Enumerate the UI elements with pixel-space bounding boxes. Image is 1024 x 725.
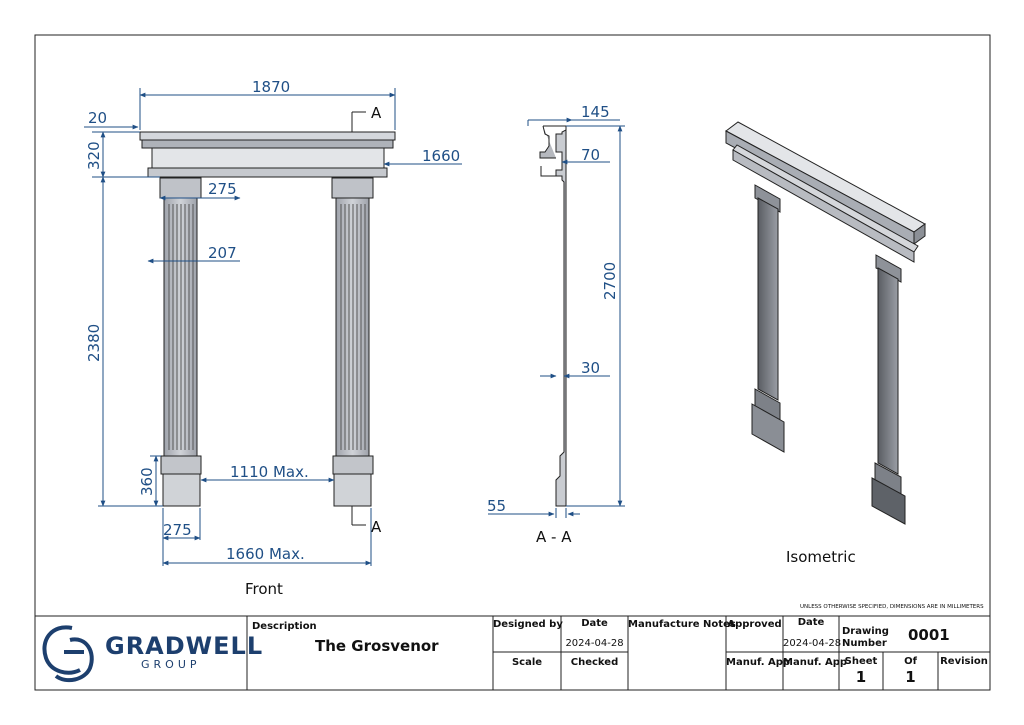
section-view-label: A - A [536, 528, 572, 546]
designed-by-label: Designed by [493, 619, 563, 630]
section-mark-top: A [371, 104, 382, 122]
right-capital [331, 177, 374, 199]
gradwell-logo-icon [42, 625, 94, 683]
sheet-value: 1 [855, 668, 867, 686]
right-plinth [333, 473, 372, 507]
date-value: 2024-04-28 [565, 638, 624, 649]
dim-shaft-width: 207 [208, 244, 237, 262]
dim-opening: 1110 Max. [230, 463, 309, 481]
right-flutes [340, 204, 366, 450]
dim-section-height: 2700 [601, 262, 619, 300]
description-label: Description [252, 621, 317, 632]
dim-base-depth: 55 [487, 497, 506, 515]
right-base-moulding [332, 455, 374, 475]
dim-shaft-depth: 30 [581, 359, 600, 377]
front-cornice-band [141, 139, 394, 149]
dim-top-depth: 145 [581, 103, 610, 121]
front-view-label: Front [245, 580, 283, 598]
manufacture-notes-label: Manufacture Notes [628, 619, 736, 630]
dim-plinth-width: 275 [163, 521, 192, 539]
dim-total-height: 2380 [85, 324, 103, 362]
approved-date-value: 2024-04-28 [783, 638, 842, 649]
dim-overall-max: 1660 Max. [226, 545, 305, 563]
isometric-view [725, 121, 926, 525]
dim-cornice-height: 320 [85, 141, 103, 170]
front-view: A A 1870 20 320 1660 275 [84, 78, 462, 598]
left-flutes [168, 204, 194, 450]
logo-sub: GROUP [141, 658, 201, 671]
section-view: 145 70 2700 30 55 A - A [487, 103, 625, 546]
dim-overall-width: 1870 [252, 78, 290, 96]
section-mark-bottom: A [371, 518, 382, 536]
sheet-label: Sheet [844, 656, 878, 667]
isometric-view-label: Isometric [786, 548, 856, 566]
of-value: 1 [905, 668, 916, 686]
drawing-number: 0001 [908, 626, 950, 644]
dim-capital-width: 275 [208, 180, 237, 198]
manuf-app-label-1: Manuf. App [726, 657, 791, 668]
title-block-grid [34, 615, 991, 691]
section-profile [543, 125, 567, 507]
dim-frieze-depth: 70 [581, 146, 600, 164]
left-base-moulding [160, 455, 202, 475]
dim-plinth-height: 360 [138, 467, 156, 496]
drawing-number-label-2: Number [842, 638, 887, 649]
checked-label: Checked [570, 657, 619, 668]
dim-frieze-width: 1660 [422, 147, 460, 165]
dim-overhang: 20 [88, 109, 107, 127]
left-plinth [162, 473, 201, 507]
front-cornice-top [139, 131, 396, 141]
revision-label: Revision [940, 656, 988, 667]
of-label: Of [904, 656, 917, 667]
approved-date-label: Date [797, 617, 825, 628]
logo-name: GRADWELL [105, 632, 264, 660]
units-note: UNLESS OTHERWISE SPECIFIED, DIMENSIONS A… [800, 604, 984, 610]
front-architrave [147, 167, 388, 178]
date-label: Date [581, 618, 608, 629]
drawing-number-label-1: Drawing [842, 626, 889, 637]
approved-label: Approved [727, 619, 782, 630]
front-frieze [151, 147, 385, 169]
description-value: The Grosvenor [315, 637, 439, 655]
manuf-app-label-2: Manuf. App [783, 657, 848, 668]
left-capital [159, 177, 202, 199]
scale-label: Scale [511, 657, 543, 668]
